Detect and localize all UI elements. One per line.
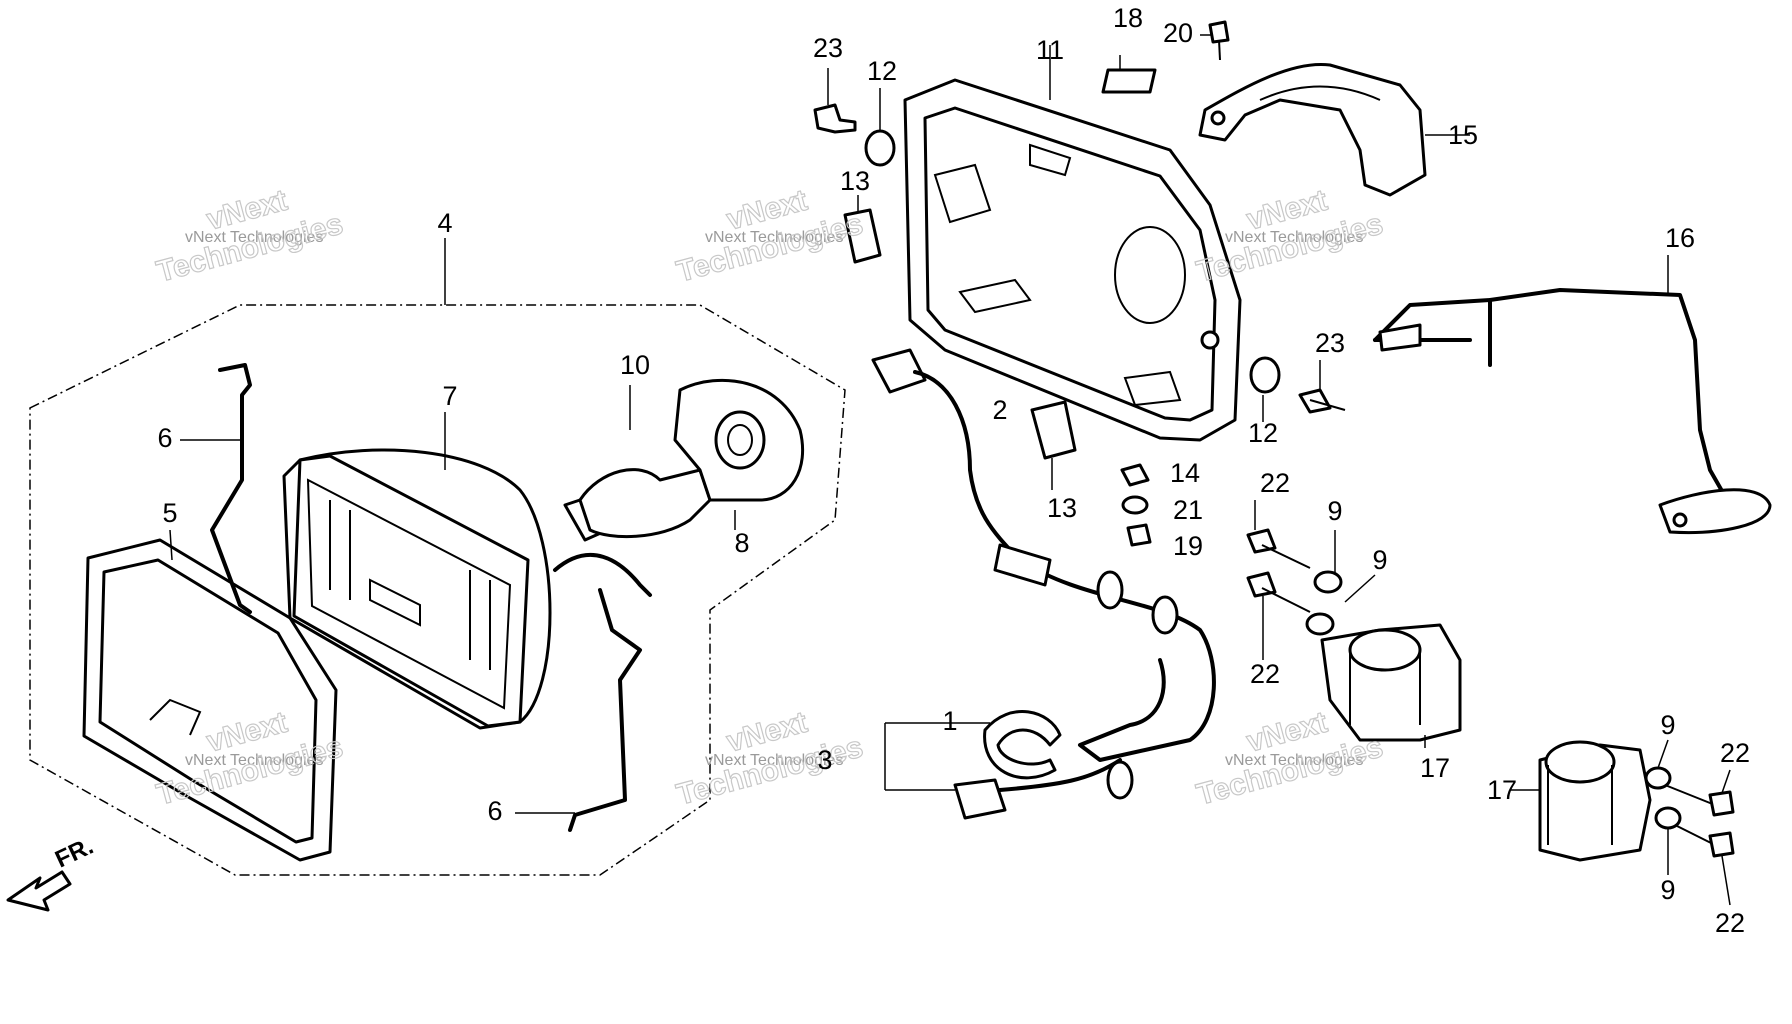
wire-band — [983, 710, 1062, 780]
callout-23: 23 — [813, 33, 843, 63]
callout-5: 5 — [162, 498, 177, 528]
callout-13: 13 — [840, 166, 870, 196]
callout-6: 6 — [157, 423, 172, 453]
callout-17: 17 — [1420, 753, 1450, 783]
spring-clip — [553, 552, 652, 597]
callout-9: 9 — [1327, 496, 1342, 526]
spring-lower — [568, 588, 642, 832]
watermark-text: vNext Technologies — [185, 229, 323, 246]
callout-23: 23 — [1315, 328, 1345, 358]
callout-2: 2 — [992, 395, 1007, 425]
callout-10: 10 — [620, 350, 650, 380]
callout-15: 15 — [1448, 120, 1478, 150]
wire-harness — [871, 348, 1216, 820]
callout-1: 1 — [942, 706, 957, 736]
callout-18: 18 — [1113, 3, 1143, 33]
callout-8: 8 — [734, 528, 749, 558]
watermark-text: vNext Technologies — [705, 752, 843, 769]
callout-9: 9 — [1660, 710, 1675, 740]
rubber-mount-lower — [1538, 740, 1652, 862]
callout-7: 7 — [442, 381, 457, 411]
small-hardware — [813, 20, 1735, 858]
headlight-case — [903, 78, 1242, 442]
callout-16: 16 — [1665, 223, 1695, 253]
callout-4: 4 — [437, 208, 452, 238]
callout-13: 13 — [1047, 493, 1077, 523]
callout-22: 22 — [1250, 659, 1280, 689]
callout-11: 11 — [1036, 35, 1064, 65]
callout-9: 9 — [1372, 545, 1387, 575]
callout-6: 6 — [487, 796, 502, 826]
callout-17: 17 — [1487, 775, 1517, 805]
callout-12: 12 — [867, 56, 897, 86]
callout-labels: 1 2 3 4 5 6 6 7 8 9 9 9 9 10 11 12 12 13… — [157, 3, 1750, 938]
direction-label: FR. — [51, 833, 97, 874]
spring-upper — [210, 363, 252, 614]
watermark-text: vNext Technologies — [705, 229, 843, 246]
handle-bracket — [1198, 62, 1427, 197]
headlight-rim — [82, 538, 338, 862]
bulb-and-socket — [563, 378, 805, 542]
callout-14: 14 — [1170, 458, 1200, 488]
callout-22: 22 — [1715, 908, 1745, 938]
watermark-text: vNext Technologies — [1225, 229, 1363, 246]
callout-3: 3 — [817, 745, 832, 775]
headlight-stay — [1373, 288, 1772, 534]
callout-22: 22 — [1720, 738, 1750, 768]
watermark-text: vNext Technologies — [1225, 752, 1363, 769]
callout-22: 22 — [1260, 468, 1290, 498]
callout-20: 20 — [1163, 18, 1193, 48]
sealed-beam-lamp — [282, 448, 552, 730]
callout-21: 21 — [1173, 495, 1203, 525]
front-direction-arrow: FR. — [6, 833, 98, 912]
callout-9: 9 — [1660, 875, 1675, 905]
assembly-boundary — [29, 304, 846, 876]
rubber-mount-upper — [1320, 623, 1462, 742]
leader-lines — [169, 34, 1731, 906]
callout-12: 12 — [1248, 418, 1278, 448]
watermark-text: vNext Technologies — [185, 752, 323, 769]
callout-19: 19 — [1173, 531, 1203, 561]
